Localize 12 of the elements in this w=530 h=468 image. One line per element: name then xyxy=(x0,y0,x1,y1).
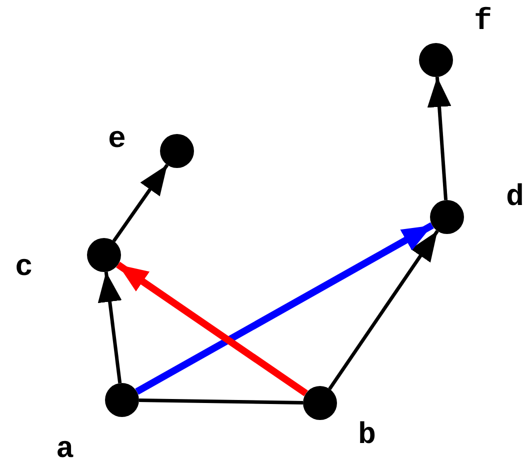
arrow xyxy=(328,230,439,390)
node-label: d xyxy=(506,183,524,213)
node-label: c xyxy=(15,253,34,283)
arrow xyxy=(98,272,122,384)
arrow xyxy=(112,164,169,242)
arrow xyxy=(116,262,308,396)
node-label: e xyxy=(108,125,126,155)
node-label: f xyxy=(474,7,492,37)
arrow xyxy=(427,76,452,200)
node-label: a xyxy=(56,435,74,465)
node-label: b xyxy=(358,421,376,451)
arrow xyxy=(135,222,434,395)
